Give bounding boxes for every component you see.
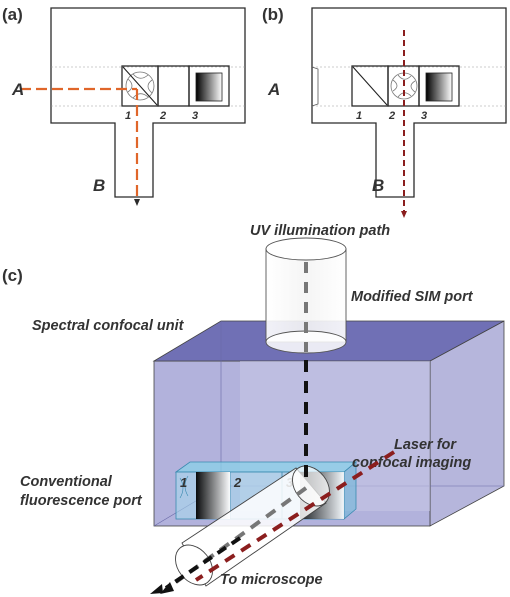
panel-b-arrow-icon [401,211,407,218]
panel-a-housing [50,7,246,198]
panel-b-pos-1: 1 [356,110,362,122]
fluor-port-label-1: Conventional [20,474,113,490]
panel-a-port-a: A [11,80,24,99]
panel-a-pos-1: 1 [125,110,131,122]
output-arrow-grey-icon [150,584,163,594]
panel-b-mirror [352,66,388,106]
fluor-port-label-2: fluorescence port [20,493,143,509]
panel-b-port-b: B [372,176,384,195]
panel-b-side-window [311,66,319,107]
panel-a-pos-2: 2 [159,110,166,122]
confocal-unit-label: Spectral confocal unit [32,318,185,334]
panel-a-arrow-icon [134,199,140,206]
panel-a-label: (a) [2,5,23,24]
panel-b-pos-3: 3 [421,110,427,122]
panel-b-housing [311,7,507,198]
laser-label-1: Laser for [394,437,457,453]
panel-a-mirror [122,66,158,106]
output-path-grey [174,486,308,584]
sim-port-label: Modified SIM port [351,289,474,305]
panel-a-shutter-icon [125,71,155,101]
panel-a-cube-3 [188,65,230,107]
sim-port-cylinder [265,237,347,354]
panel-b-port-a: A [267,80,280,99]
panel-c: (c) UV illumination path Modified SIM po… [2,223,505,594]
to-microscope-label: To microscope [220,572,323,588]
panel-b-cube-3 [418,65,460,107]
panel-b-pos-2: 2 [388,110,395,122]
panel-a-port-b: B [93,176,105,195]
laser-label-2: confocal imaging [352,455,471,471]
output-path-black [164,536,242,590]
panel-b: (b) A B 1 2 3 [262,5,507,218]
panel-b-filter-3 [425,72,453,102]
panel-a: (a) A B 1 2 3 [2,5,246,206]
panel-a-pos-3: 3 [192,110,198,122]
laser-path [194,450,396,582]
panel-a-cube-2 [157,65,190,107]
cube-pos-2: 2 [233,475,242,490]
cube-pos-1: 1 [180,475,187,490]
panel-a-filter-3 [195,72,223,102]
uv-path-label: UV illumination path [250,223,390,239]
panel-b-label: (b) [262,5,284,24]
output-arrow-black-icon [160,582,174,594]
panel-c-label: (c) [2,266,23,285]
